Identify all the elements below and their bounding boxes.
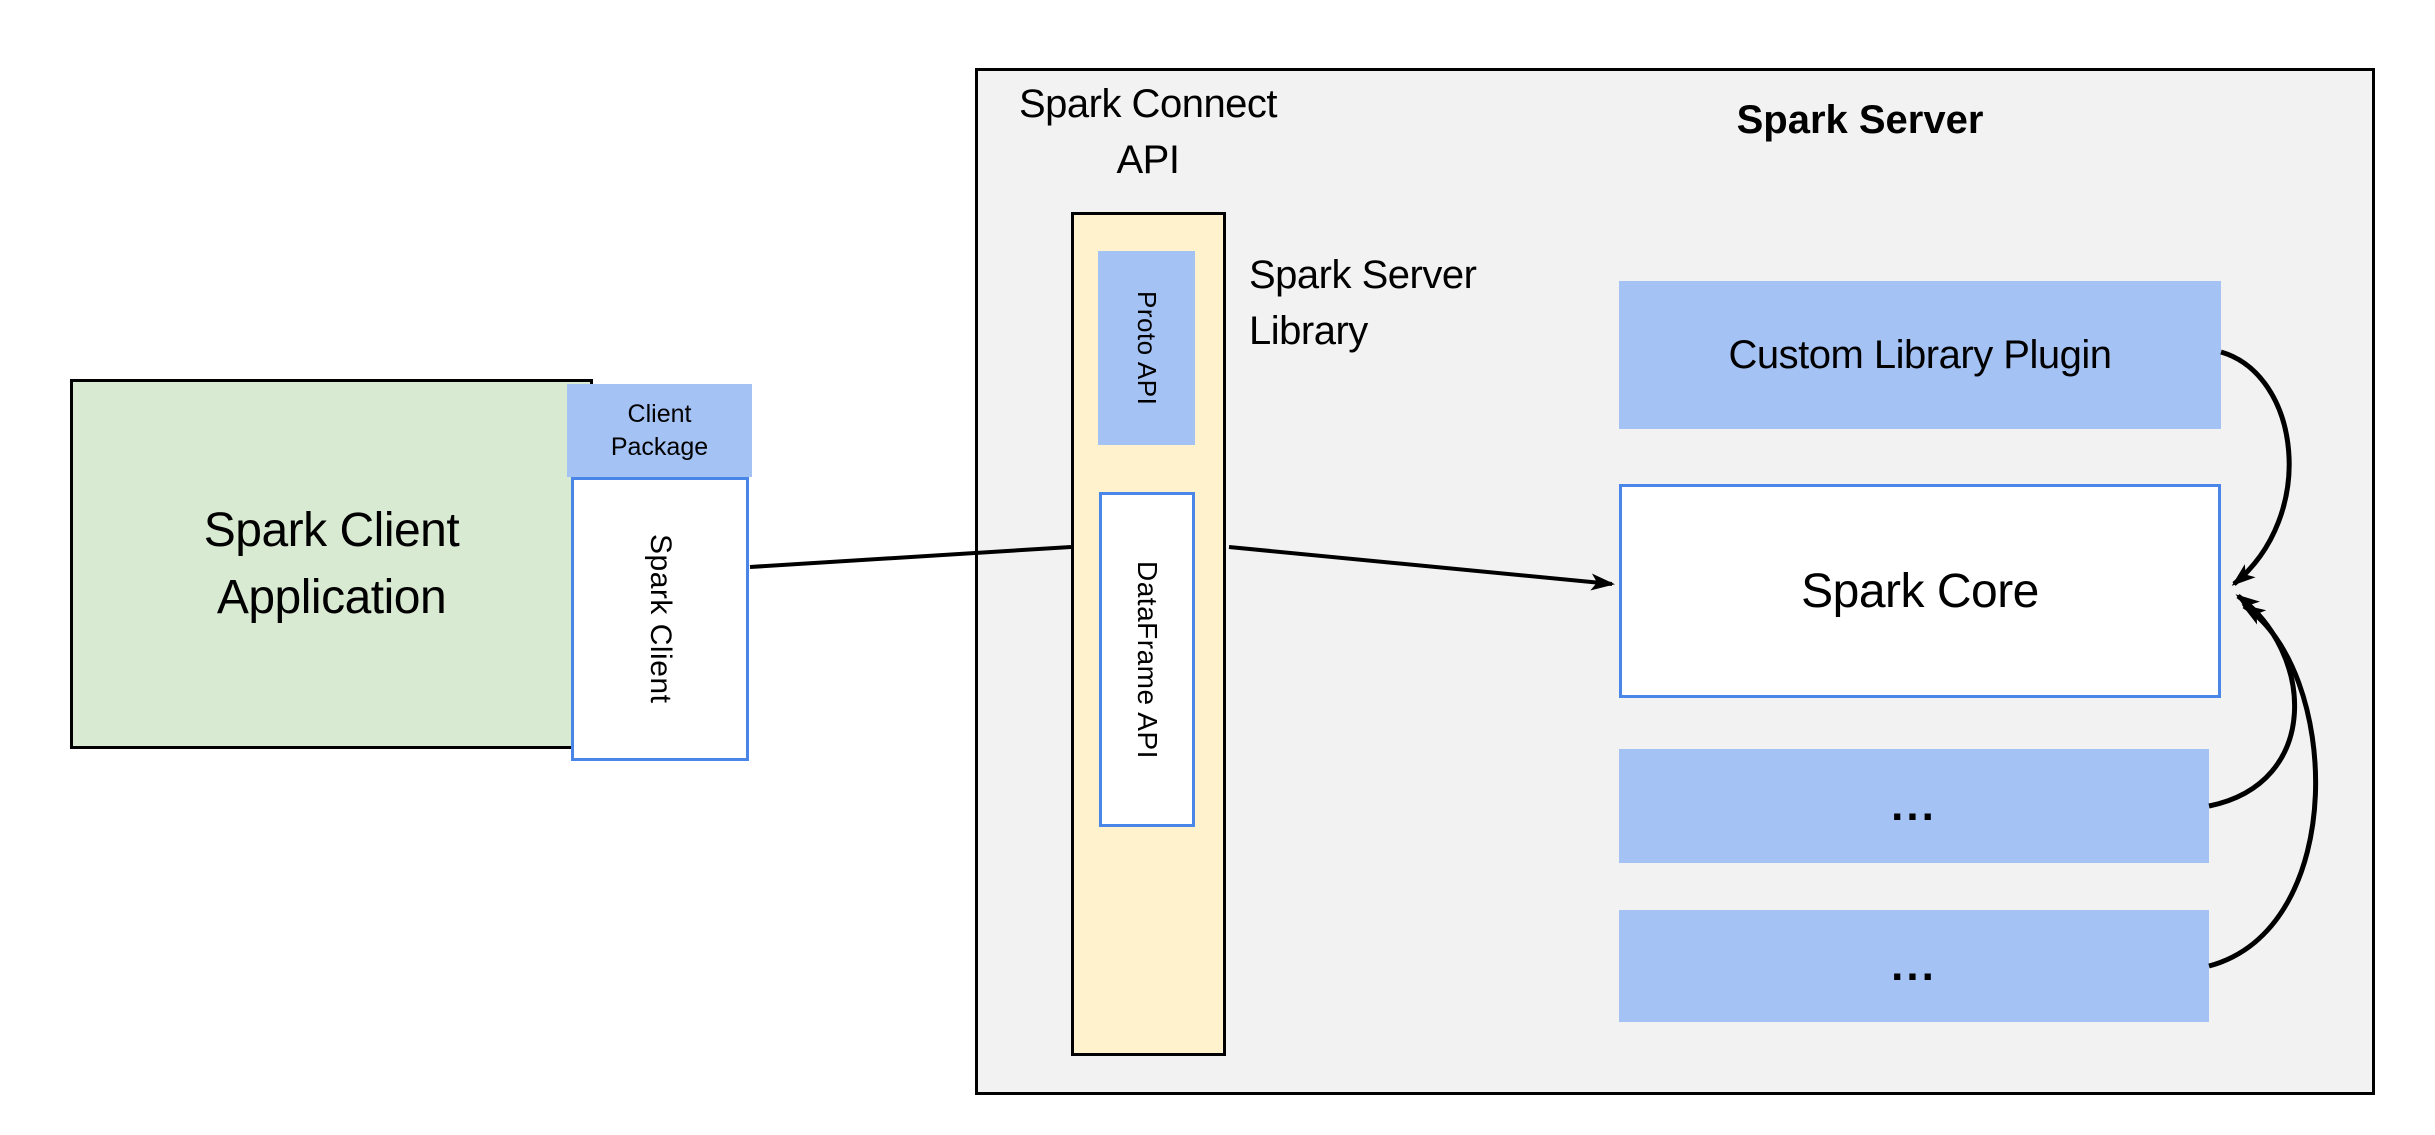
spark-connect-api-heading-line2: API [1116, 138, 1180, 182]
spark-client-application-box: Spark Client Application [70, 379, 593, 749]
client-package-label-line1: Client [627, 399, 692, 428]
spark-server-library-heading-line2: Library [1249, 309, 1368, 353]
spark-core-label: Spark Core [1801, 564, 2039, 618]
spark-core-box: Spark Core [1619, 484, 2221, 698]
custom-library-plugin-box: Custom Library Plugin [1619, 281, 2221, 429]
proto-api-box: Proto API [1098, 251, 1195, 445]
client-package-label-line2: Package [610, 432, 709, 461]
custom-library-plugin-label: Custom Library Plugin [1728, 332, 2113, 377]
proto-api-label: Proto API [1132, 290, 1162, 406]
plugin-slot-2-box: ... [1619, 910, 2209, 1022]
spark-connect-api-heading-line1: Spark Connect [1018, 82, 1278, 126]
dataframe-api-box: DataFrame API [1099, 492, 1195, 827]
client-package-box: Client Package [567, 384, 752, 477]
spark-server-library-heading-line1: Spark Server [1249, 253, 1477, 297]
spark-client-application-label-line1: Spark Client [203, 504, 460, 557]
spark-server-title: Spark Server [1736, 98, 1984, 142]
spark-connect-api-heading: Spark Connect API [988, 76, 1308, 188]
spark-client-label: Spark Client [644, 534, 677, 704]
plugin-slot-1-box: ... [1619, 749, 2209, 863]
spark-server-library-heading: Spark Server Library [1249, 247, 1649, 359]
spark-client-box: Spark Client [571, 477, 749, 761]
spark-client-application-label-line2: Application [216, 571, 447, 624]
dataframe-api-label: DataFrame API [1132, 560, 1163, 759]
